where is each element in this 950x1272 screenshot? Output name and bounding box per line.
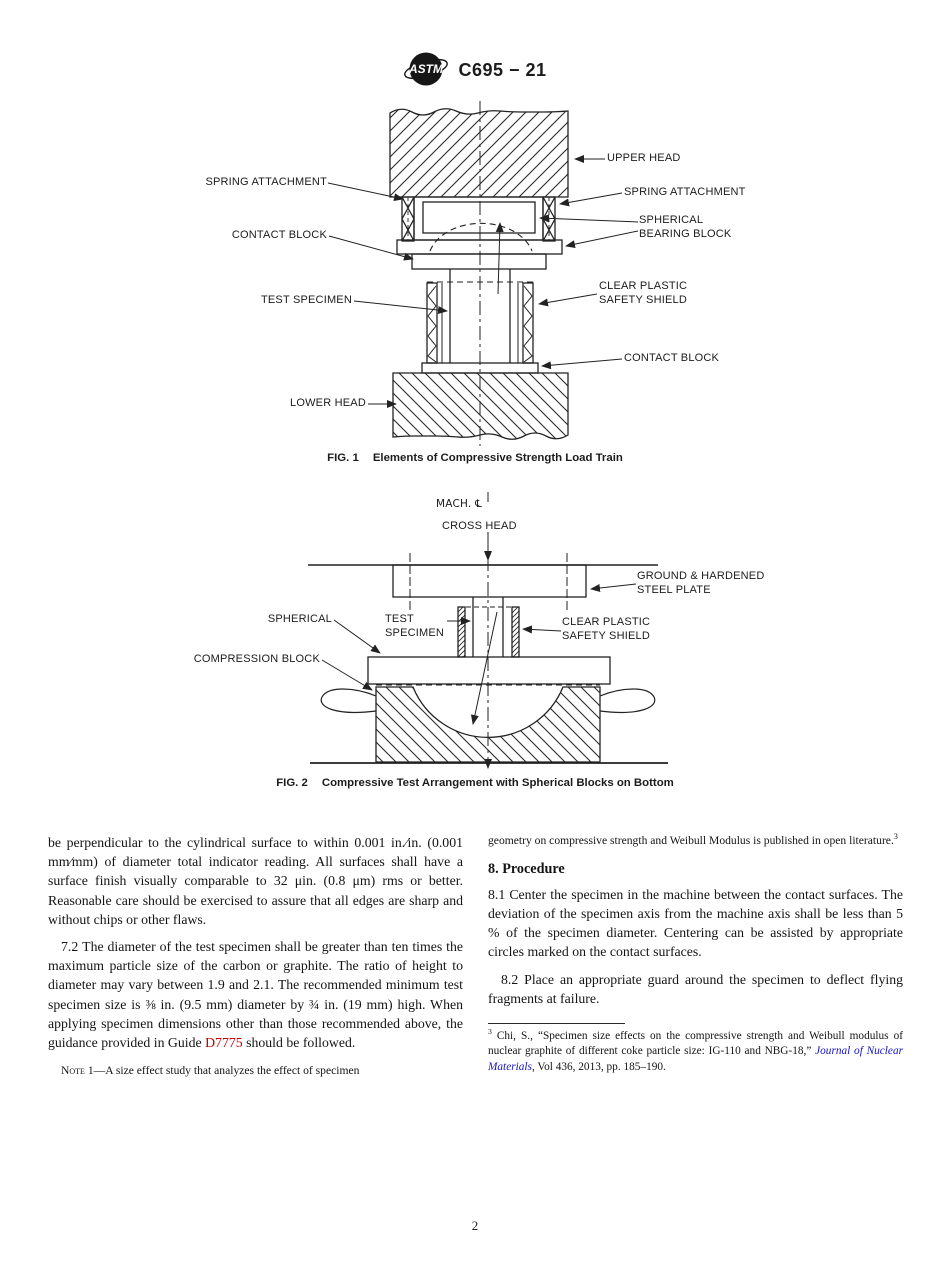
section-8-heading: 8. Procedure xyxy=(488,860,565,877)
fig1-label-contact-block-right: CONTACT BLOCK xyxy=(624,352,720,364)
svg-text:ASTM: ASTM xyxy=(408,62,444,76)
paragraph-7-1-continuation: be perpendicular to the cylindrical surf… xyxy=(48,835,463,927)
paragraph-7-2: 7.2 The diameter of the test specimen sh… xyxy=(48,937,463,1052)
fig1-label-spring-attachment-right: SPRING ATTACHMENT xyxy=(624,186,746,198)
fig1-linework xyxy=(327,101,639,446)
footnote-3: 3 Chi, S., “Specimen size effects on the… xyxy=(488,1027,903,1075)
figure-2-caption: FIG. 2 Compressive Test Arrangement with … xyxy=(0,777,950,789)
note-1-continuation-text: geometry on compressive strength and Wei… xyxy=(488,834,894,847)
fig1-label-upper-head: UPPER HEAD xyxy=(607,152,681,164)
footnote-3-text: Chi, S., “Specimen size effects on the c… xyxy=(488,1030,903,1058)
doc-designation: C695 − 21 xyxy=(458,59,547,80)
figure-2-number: FIG. 2 xyxy=(276,777,308,789)
note-1-text: 1—A size effect study that analyzes the … xyxy=(84,1064,360,1078)
fig1-label-spring-attachment-left: SPRING ATTACHMENT xyxy=(205,176,327,188)
paragraph-7-2-tail: should be followed. xyxy=(242,1035,356,1051)
left-column: be perpendicular to the cylindrical surf… xyxy=(48,833,463,1079)
fig1-label-spherical-bearing-block: SPHERICAL BEARING BLOCK xyxy=(639,214,732,240)
figure-2-drawing: MACH. ℄ CROSS HEAD GROUND & HARDENED STE… xyxy=(150,490,790,786)
note-1: Note 1—A size effect study that analyzes… xyxy=(48,1063,463,1079)
right-column: geometry on compressive strength and Wei… xyxy=(488,833,903,1075)
note-1-continuation: geometry on compressive strength and Wei… xyxy=(488,833,903,849)
fig1-label-lower-head: LOWER HEAD xyxy=(290,397,366,409)
fig2-label-spherical: SPHERICAL xyxy=(267,613,332,625)
page-number: 2 xyxy=(471,1218,479,1233)
figure-2-title: Compressive Test Arrangement with Spheri… xyxy=(321,777,674,789)
fig2-label-clear-plastic-safety-shield: CLEAR PLASTIC SAFETY SHIELD xyxy=(562,616,651,642)
fig2-label-mach-centerline: MACH. ℄ xyxy=(436,498,482,510)
link-journal-of-nuclear-materials[interactable]: Journal of Nuclear Materials xyxy=(488,1045,903,1073)
fig1-label-clear-plastic-safety-shield: CLEAR PLASTIC SAFETY SHIELD xyxy=(599,280,688,306)
figure-1-number: FIG. 1 xyxy=(327,452,359,464)
figure-1-title: Elements of Compressive Strength Load Tr… xyxy=(372,452,623,464)
fig2-linework xyxy=(308,492,668,769)
astm-logo-icon: ASTM xyxy=(403,45,449,96)
paragraph-8-1: 8.1 Center the specimen in the machine b… xyxy=(488,886,903,960)
fig2-label-ground-hardened-steel-plate: GROUND & HARDENED STEEL PLATE xyxy=(637,570,765,596)
fig1-label-contact-block-left: CONTACT BLOCK xyxy=(231,229,327,241)
page-header: ASTM C695 − 21 xyxy=(0,46,950,94)
link-guide-d7775[interactable]: D7775 xyxy=(205,1035,243,1051)
paragraph-7-2-text: 7.2 The diameter of the test specimen sh… xyxy=(48,939,463,1051)
fig2-label-cross-head: CROSS HEAD xyxy=(442,520,517,532)
footnote-3-tail: , Vol 436, 2013, pp. 185–190. xyxy=(531,1060,666,1073)
fig2-label-compression-block: COMPRESSION BLOCK xyxy=(193,653,320,665)
footnote-separator xyxy=(488,1023,625,1025)
paragraph-8-2: 8.2 Place an appropriate guard around th… xyxy=(488,971,903,1006)
fig1-label-test-specimen: TEST SPECIMEN xyxy=(260,294,352,306)
footnote-3-marker: 3 xyxy=(488,1027,492,1037)
footnote-3-reference[interactable]: 3 xyxy=(893,832,898,842)
fig2-label-test-specimen: TEST SPECIMEN xyxy=(385,613,445,639)
figure-1-drawing: SPRING ATTACHMENT UPPER HEAD SPRING ATTA… xyxy=(150,98,790,450)
note-1-label: Note xyxy=(61,1064,85,1078)
figure-1-caption: FIG. 1 Elements of Compressive Strength L… xyxy=(0,452,950,464)
